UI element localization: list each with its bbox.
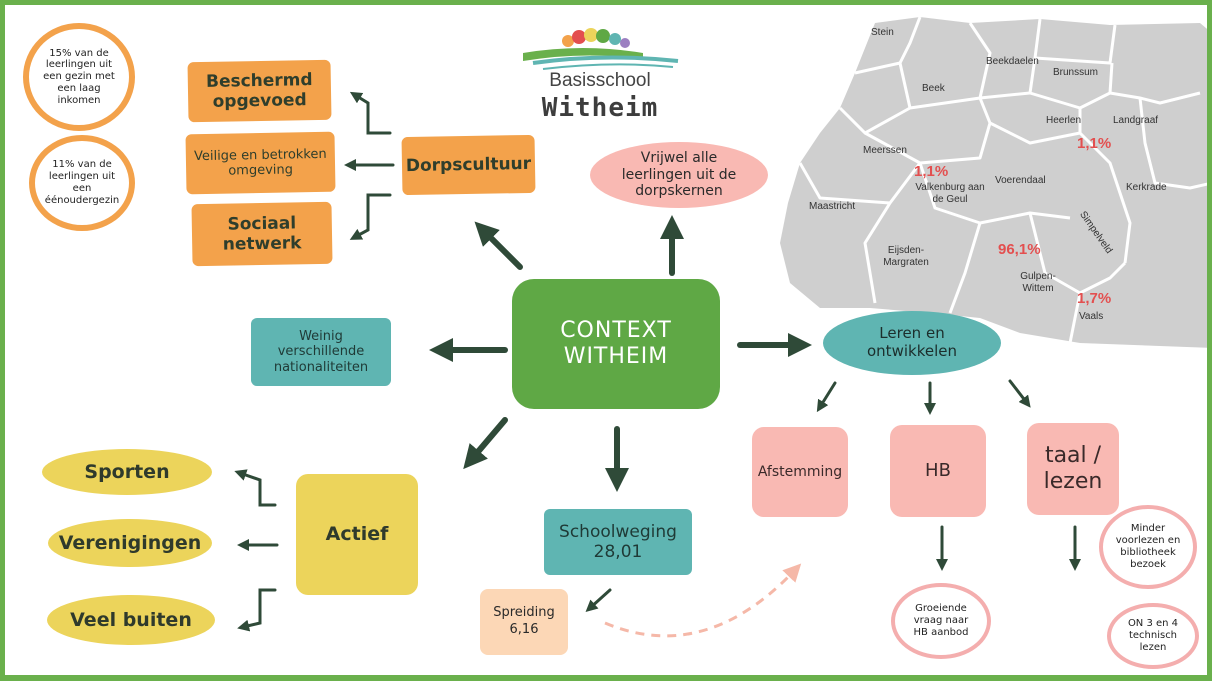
map-label-eijsden-margraten: Eijsden-Margraten — [883, 245, 929, 268]
map-label-meerssen: Meerssen — [863, 145, 907, 156]
bubble-voorlezen: Minder voorlezen en bibliotheek bezoek — [1099, 505, 1197, 589]
box-afstemming: Afstemming — [752, 427, 848, 517]
logo-line1: Basisschool — [549, 69, 651, 91]
map-label-brunssum: Brunssum — [1053, 67, 1099, 78]
map-label-stein: Stein — [871, 27, 894, 38]
bubble-sporten: Sporten — [42, 449, 212, 495]
schoolweging-label: Schoolweging — [559, 521, 677, 542]
box-taal-lezen: taal / lezen — [1027, 423, 1119, 515]
map-label-landgraaf: Landgraaf — [1113, 115, 1159, 126]
map-label-beek: Beek — [922, 83, 945, 94]
map-label-beekdaelen: Beekdaelen — [986, 56, 1039, 67]
box-schoolweging: Schoolweging 28,01 — [544, 509, 692, 575]
pct-vaals: 1,7% — [1077, 290, 1112, 307]
logo-line2: Witheim — [541, 92, 659, 123]
stat-low-income: 15% van de leerlingen uit een gezin met … — [23, 23, 135, 131]
stat-single-parent: 11% van de leerlingen uit een éénouderge… — [29, 135, 135, 231]
spreiding-value: 6,16 — [509, 622, 539, 637]
spreiding-label: Spreiding — [493, 605, 555, 621]
box-spreiding: Spreiding 6,16 — [480, 589, 568, 655]
bubble-veel-buiten: Veel buiten — [47, 595, 215, 645]
pct-gulpen-wittem: 96,1% — [998, 241, 1041, 258]
map-label-heerlen: Heerlen — [1046, 115, 1082, 126]
bubble-verenigingen: Verenigingen — [48, 519, 212, 567]
bubble-technisch-lezen: ON 3 en 4 technisch lezen — [1107, 603, 1199, 669]
municipality-map — [780, 16, 1207, 348]
connector-arrows — [234, 91, 1081, 638]
bubble-dorpskernen: Vrijwel alle leerlingen uit de dorpskern… — [590, 142, 768, 208]
logo-mark — [523, 28, 679, 70]
map-label-maastricht: Maastricht — [809, 201, 856, 212]
box-actief: Actief — [296, 474, 418, 595]
bubble-leren-ontwikkelen: Leren en ontwikkelen — [823, 311, 1001, 375]
map-label-gulpen-wittem: Gulpen-Wittem — [1020, 271, 1056, 294]
pct-heerlen: 1,1% — [1077, 135, 1112, 152]
map-label-voerendaal: Voerendaal — [995, 175, 1046, 186]
map-label-vaals: Vaals — [1079, 311, 1104, 322]
map-label-kerkrade: Kerkrade — [1126, 182, 1167, 193]
pct-valkenburg: 1,1% — [914, 163, 949, 180]
bubble-hb-note: Groeiende vraag naar HB aanbod — [891, 583, 991, 659]
map-label-valkenburg: Valkenburg aan de Geul — [915, 182, 985, 205]
box-hb: HB — [890, 425, 986, 517]
center-context-witheim: CONTEXT WITHEIM — [512, 279, 720, 409]
schoolweging-value: 28,01 — [593, 542, 643, 562]
box-nationaliteiten: Weinig verschillende nationaliteiten — [251, 318, 391, 386]
